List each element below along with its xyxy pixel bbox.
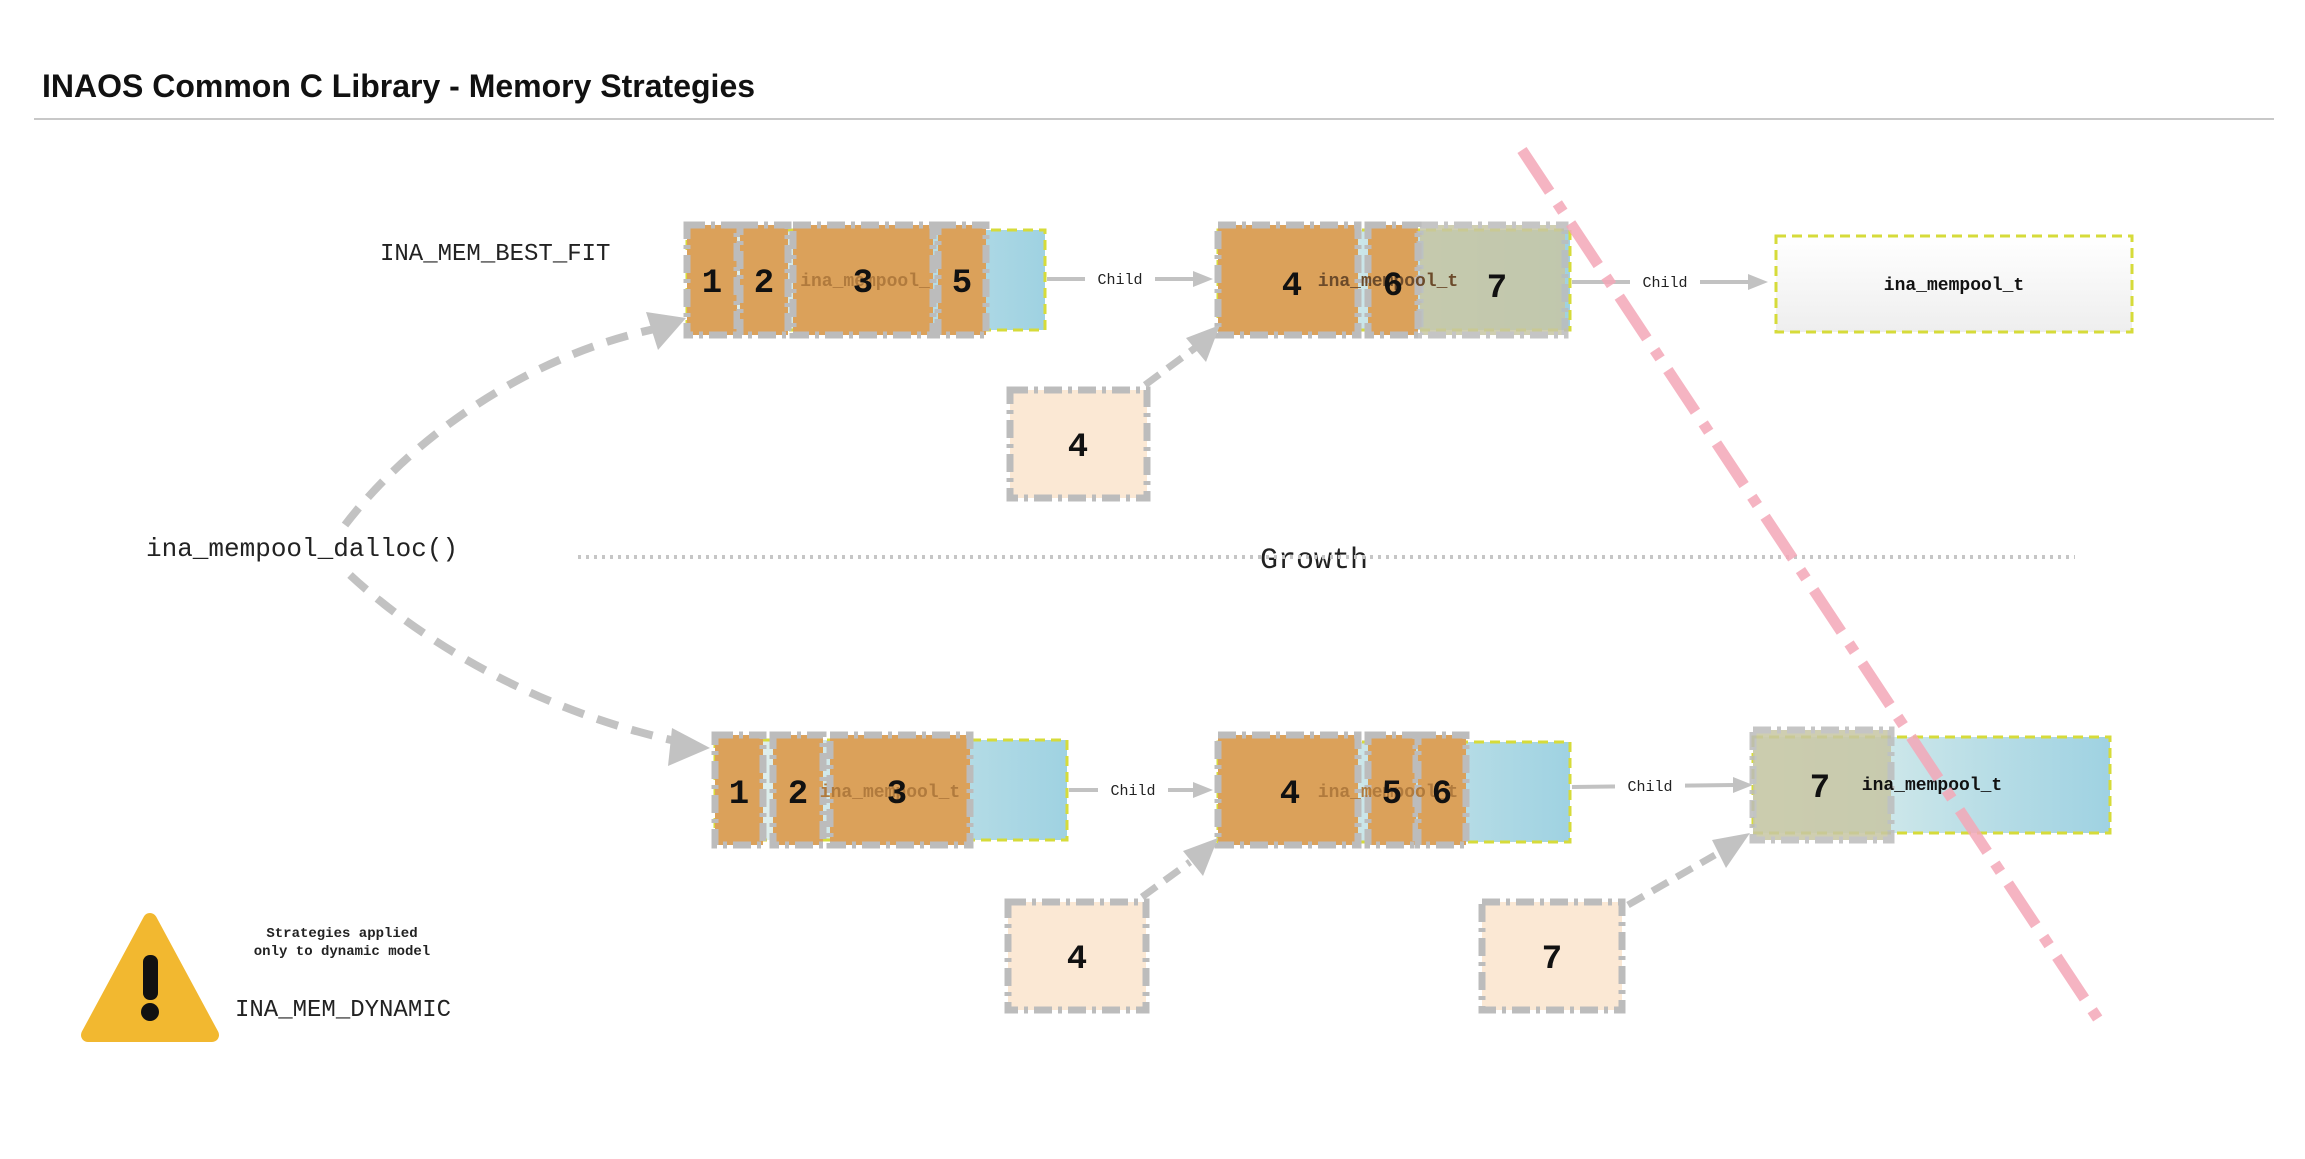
block-label-4: 4 <box>1280 776 1300 814</box>
pool-name: ina_mempool_t <box>820 783 960 803</box>
arrowhead-incoming-top <box>1186 325 1220 362</box>
block-7 <box>1749 726 1895 844</box>
pool-name: ina_mempool_t <box>1318 272 1458 292</box>
block-label-1: 1 <box>702 265 722 303</box>
block-label-2: 2 <box>754 265 774 303</box>
arrowhead-best-fit <box>646 312 686 350</box>
best-fit-label: INA_MEM_BEST_FIT <box>380 241 610 268</box>
child-arrowhead-bottom-1 <box>1193 782 1213 798</box>
bottom-incoming-block-7: 7 <box>1478 898 1626 1014</box>
pool-name: ina_mempool_ <box>800 272 930 292</box>
bottom-pool-3: ina_mempool_t 7 <box>1749 726 2112 844</box>
block-label-6: 6 <box>1383 268 1403 306</box>
block-label-5: 5 <box>1382 776 1402 814</box>
block-2 <box>736 221 792 339</box>
child-label-top-2: Child <box>1642 275 1687 292</box>
dynamic-label: INA_MEM_DYNAMIC <box>235 997 451 1024</box>
block-label-6: 6 <box>1432 776 1452 814</box>
top-pool-3: ina_mempool_t <box>1774 234 2134 334</box>
block-label-2: 2 <box>788 776 808 814</box>
child-label-bg <box>1630 271 1700 293</box>
block-label: 7 <box>1542 941 1562 979</box>
child-arrowhead-top-1 <box>1193 271 1213 287</box>
pool-name: ina_mempool_t <box>1862 776 2002 796</box>
note-line-2: only to dynamic model <box>254 944 430 960</box>
growth-label: Growth <box>1260 544 1368 578</box>
note-line-1: Strategies applied <box>266 926 417 942</box>
arrow-to-best-fit <box>341 321 676 528</box>
block-5 <box>1364 731 1420 849</box>
block-label: 4 <box>1068 429 1088 467</box>
block-4 <box>1214 221 1362 339</box>
child-label-bg <box>1098 779 1168 801</box>
arrow-incoming-bottom-7 <box>1626 851 1717 909</box>
block-1 <box>683 221 741 339</box>
dalloc-label: ina_mempool_dalloc() <box>146 534 458 564</box>
child-label-bg <box>1085 268 1155 290</box>
block-5 <box>934 221 990 339</box>
block-label-7: 7 <box>1810 770 1830 808</box>
block-3 <box>826 731 974 849</box>
child-label-top-1: Child <box>1097 272 1142 289</box>
arrowhead-incoming-bottom-7 <box>1712 833 1750 868</box>
block-2 <box>769 731 827 849</box>
arrow-incoming-bottom-4 <box>1139 859 1193 900</box>
arrowhead-dynamic <box>668 728 710 766</box>
block-7 <box>1416 221 1569 339</box>
block-label-7: 7 <box>1487 270 1507 308</box>
bottom-pool-2: ina_mempool_t 4 5 6 <box>1214 731 1572 849</box>
block-6 <box>1414 731 1470 849</box>
child-arrowhead-top-2 <box>1748 274 1768 290</box>
pool-name: ina_mempool_t <box>1318 783 1458 803</box>
top-pool-2: ina_mempool_t 4 6 7 <box>1214 221 1572 339</box>
block-1 <box>711 731 767 849</box>
warning-icon <box>81 913 219 1042</box>
title-divider <box>34 118 2274 120</box>
child-arrowhead-bottom-2 <box>1733 777 1753 793</box>
child-label-bg <box>1615 775 1685 797</box>
arrowhead-incoming-bottom-4 <box>1183 838 1218 876</box>
bottom-incoming-block-4: 4 <box>1004 898 1150 1014</box>
page-title: INAOS Common C Library - Memory Strategi… <box>42 68 756 104</box>
arrow-incoming-top <box>1142 345 1198 388</box>
child-label-bottom-1: Child <box>1110 783 1155 800</box>
block-label: 4 <box>1067 941 1087 979</box>
block-label-1: 1 <box>729 776 749 814</box>
top-pool-1: ina_mempool_ 1 2 3 5 <box>683 221 1047 339</box>
child-label-bottom-2: Child <box>1627 779 1672 796</box>
top-incoming-block-4: 4 <box>1006 386 1151 502</box>
block-3 <box>789 221 937 339</box>
pool-name: ina_mempool_t <box>1884 276 2024 296</box>
block-label-3: 3 <box>887 776 907 814</box>
block-label-4: 4 <box>1282 268 1302 306</box>
block-label-3: 3 <box>853 265 873 303</box>
block-4 <box>1214 731 1362 849</box>
arrow-to-dynamic <box>347 572 696 749</box>
bottom-pool-1: ina_mempool_t 1 2 3 <box>711 731 1069 849</box>
block-label-5: 5 <box>952 265 972 303</box>
